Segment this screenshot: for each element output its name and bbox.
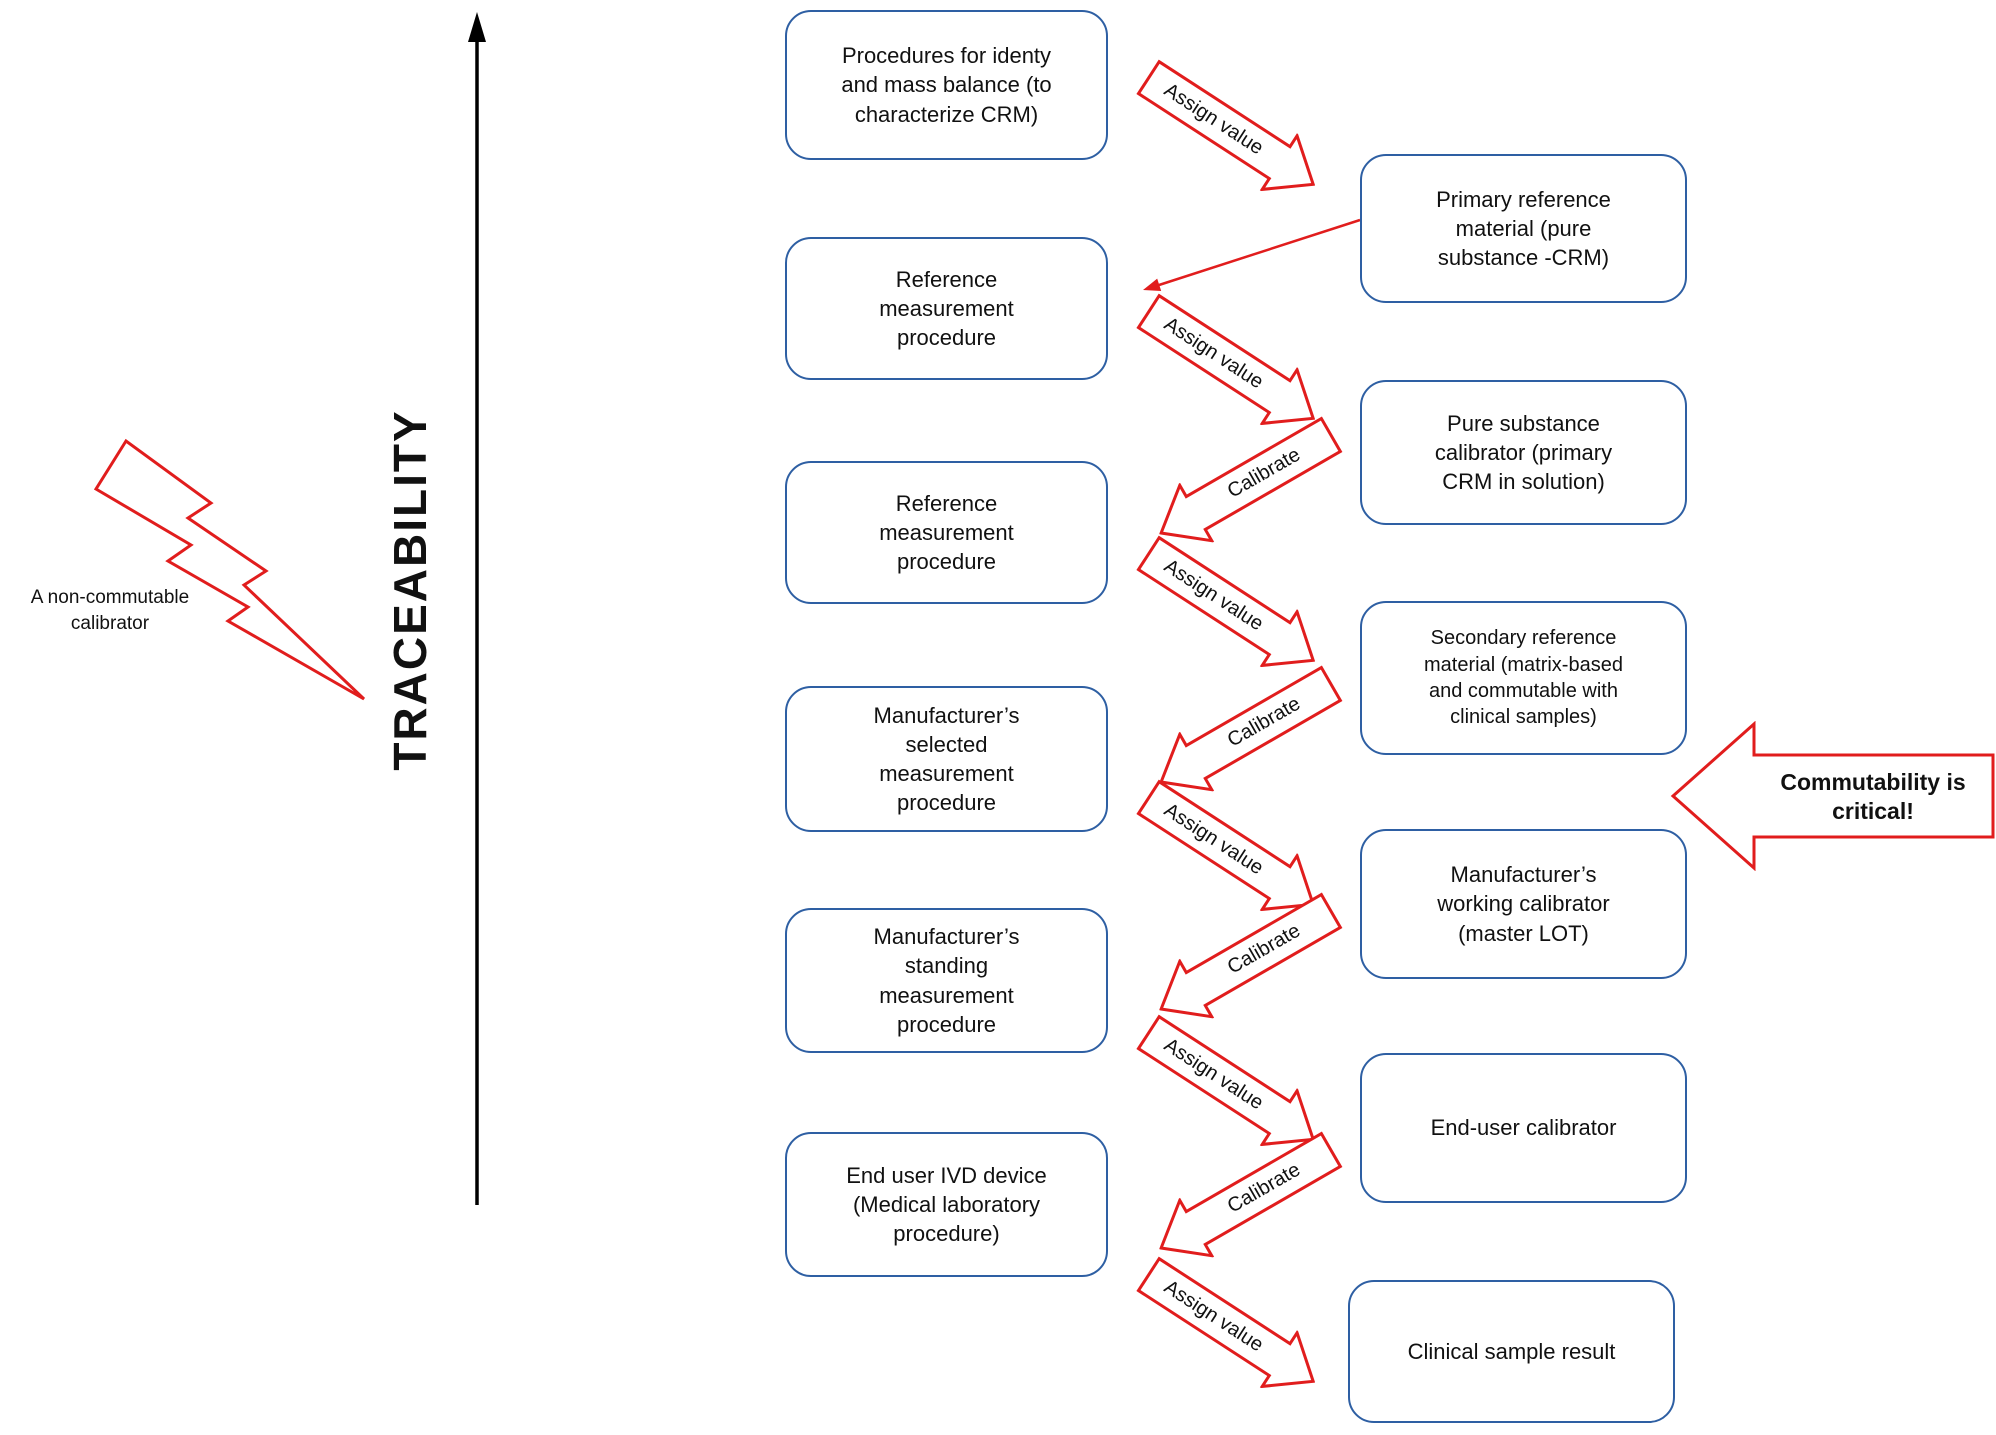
box-end-user-calibrator: End-user calibrator	[1360, 1053, 1687, 1203]
box-reference-measurement-procedure-2: Reference measurement procedure	[785, 461, 1108, 604]
box-manufacturer-standing-procedure: Manufacturer’s standing measurement proc…	[785, 908, 1108, 1053]
box-label: Secondary reference material (matrix-bas…	[1424, 627, 1623, 729]
box-label: Clinical sample result	[1407, 1338, 1616, 1364]
box-clinical-sample-result: Clinical sample result	[1348, 1280, 1675, 1423]
traceability-axis-label: TRACEABILITY	[384, 409, 436, 771]
assign-value-arrow: Assign value	[1129, 1245, 1334, 1411]
calibrate-arrow: Calibrate	[1142, 405, 1349, 564]
lightning-bolt-icon	[93, 438, 366, 701]
assign-value-arrow: Assign value	[1129, 1003, 1334, 1169]
box-label: Manufacturer’s selected measurement proc…	[873, 702, 1020, 816]
calibrate-arrow: Calibrate	[1142, 654, 1349, 813]
calibrate-arrow: Calibrate	[1142, 1120, 1349, 1279]
box-pure-substance-calibrator: Pure substance calibrator (primary CRM i…	[1360, 380, 1687, 525]
box-primary-reference-material: Primary reference material (pure substan…	[1360, 154, 1687, 303]
box-secondary-reference-material: Secondary reference material (matrix-bas…	[1360, 601, 1687, 755]
box-label: End user IVD device (Medical laboratory …	[846, 1162, 1047, 1247]
value-transfer-thin-arrow	[1143, 218, 1361, 291]
box-procedures-identity-mass-balance: Procedures for identy and mass balance (…	[785, 10, 1108, 160]
assign-value-arrow: Assign value	[1129, 282, 1334, 448]
box-label: Procedures for identy and mass balance (…	[841, 43, 1052, 127]
box-manufacturer-working-calibrator: Manufacturer’s working calibrator (maste…	[1360, 829, 1687, 979]
box-label: Manufacturer’s standing measurement proc…	[873, 924, 1020, 1037]
calibrate-arrow: Calibrate	[1142, 881, 1349, 1040]
assign-value-arrow: Assign value	[1129, 768, 1334, 934]
box-reference-measurement-procedure-1: Reference measurement procedure	[785, 237, 1108, 380]
box-label: Manufacturer’s working calibrator (maste…	[1437, 862, 1610, 946]
commutability-callout-label: Commutability is critical!	[1780, 769, 1966, 824]
traceability-axis-arrow	[468, 12, 486, 1205]
assign-value-arrow: Assign value	[1129, 48, 1334, 214]
box-label: End-user calibrator	[1430, 1115, 1617, 1141]
box-end-user-ivd-device: End user IVD device (Medical laboratory …	[785, 1132, 1108, 1277]
box-label: Pure substance calibrator (primary CRM i…	[1434, 410, 1613, 495]
left-block-arrow-icon	[1670, 721, 1995, 871]
commutability-callout: Commutability is critical!	[1670, 721, 1996, 871]
box-label: Reference measurement procedure	[879, 266, 1014, 351]
assign-value-arrow: Assign value	[1129, 524, 1334, 690]
box-manufacturer-selected-procedure: Manufacturer’s selected measurement proc…	[785, 686, 1108, 832]
box-label: Reference measurement procedure	[879, 490, 1014, 575]
box-label: Primary reference material (pure substan…	[1436, 186, 1611, 271]
non-commutable-calibrator-caption: A non-commutable calibrator	[30, 587, 190, 634]
